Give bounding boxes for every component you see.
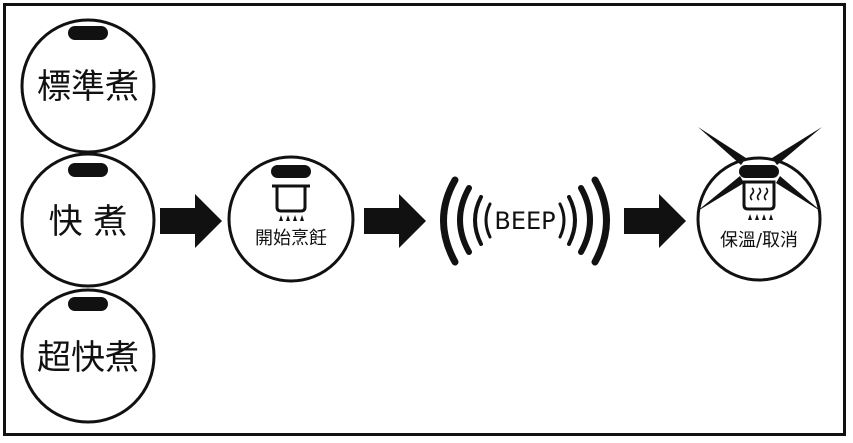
- arrow-right-icon: [160, 194, 222, 248]
- mode-button-super-quick[interactable]: 超快煮: [22, 290, 154, 422]
- mode-button-label: 標準煮: [37, 67, 139, 107]
- mode-button-quick[interactable]: 快 煮: [22, 154, 154, 286]
- indicator-light-icon: [68, 297, 108, 311]
- keep-warm-cancel-button[interactable]: 保溫/取消: [696, 127, 822, 280]
- indicator-light-icon: [68, 163, 108, 177]
- start-cooking-label: 開始烹飪: [255, 228, 327, 249]
- beep-signal: BEEP: [444, 180, 607, 262]
- mode-button-standard[interactable]: 標準煮: [22, 20, 154, 152]
- mode-button-label: 快 煮: [49, 202, 128, 242]
- arrow-right-icon: [364, 194, 426, 248]
- beep-label: BEEP: [494, 207, 555, 235]
- indicator-light-icon: [68, 26, 108, 40]
- keep-warm-cancel-label: 保溫/取消: [720, 230, 798, 251]
- indicator-light-icon: [739, 165, 779, 178]
- start-cooking-button[interactable]: 開始烹飪: [229, 157, 353, 281]
- mode-button-label: 超快煮: [37, 338, 139, 378]
- arrow-right-icon: [624, 194, 686, 248]
- indicator-light-icon: [271, 165, 311, 178]
